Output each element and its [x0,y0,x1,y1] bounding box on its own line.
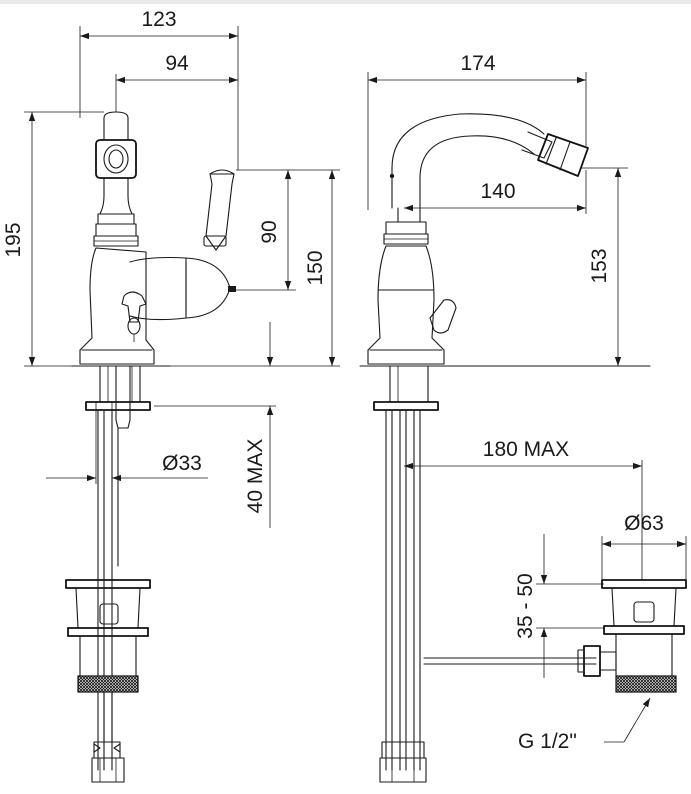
side-spout [389,113,589,209]
dim-153: 153 [444,167,628,367]
label-d63: Ø63 [624,512,664,535]
side-body [367,245,457,365]
dim-40max: 40 MAX [154,322,276,528]
side-shank [373,365,439,783]
label-94: 94 [165,52,189,75]
dim-90: 90 [236,169,296,291]
front-view: 123 94 195 90 150 [2,8,340,783]
front-body [79,247,236,365]
label-174: 174 [460,52,495,75]
label-195: 195 [2,222,25,257]
dim-180max: 180 MAX [404,438,643,580]
dim-150: 150 [170,169,340,367]
label-35-50: 35 - 50 [514,573,537,638]
label-180max: 180 MAX [483,438,569,461]
dim-d33: Ø33 [46,402,208,484]
label-153: 153 [588,248,611,283]
label-123: 123 [141,8,176,31]
label-d33: Ø33 [162,452,202,475]
dim-174: 174 [367,52,587,210]
label-40max: 40 MAX [244,439,267,514]
front-lever-handle [203,169,235,251]
side-waste [577,579,687,693]
dim-123: 123 [79,8,239,170]
dim-d63: Ø63 [601,512,687,580]
side-view: 174 140 153 180 MAX Ø63 [359,52,687,783]
label-140: 140 [480,180,515,203]
dim-35-50: 35 - 50 [514,534,604,678]
dim-94: 94 [115,52,238,112]
label-g-half: G 1/2" [518,730,577,753]
label-150: 150 [304,250,327,285]
front-neck [93,177,139,247]
label-90: 90 [258,220,281,243]
front-spout-outlet [95,111,137,179]
thread-callout: G 1/2" [518,697,651,753]
dim-195: 195 [2,111,104,367]
front-waste [65,579,151,743]
header-bar [0,0,691,4]
side-neck [383,207,429,245]
dim-140: 140 [404,170,587,214]
